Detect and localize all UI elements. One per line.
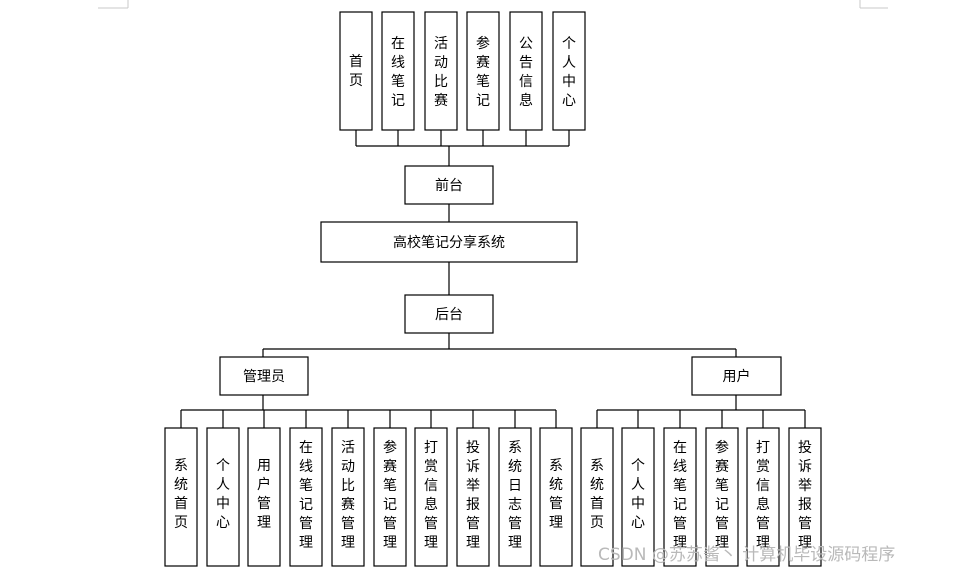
admin-node-box (219, 356, 309, 396)
admin-item-9: 系统日志管理 (498, 427, 532, 567)
admin-item-5-label: 活动比赛管理 (341, 440, 355, 551)
watermark: CSDN @苏苏酱丶 计算机毕设源码程序 (598, 545, 895, 565)
admin-item-4-label: 在线笔记管理 (299, 440, 313, 551)
front-item-2-box (381, 11, 415, 131)
user-item-6: 投诉举报管理 (788, 427, 822, 567)
admin-item-3: 用户管理 (247, 427, 281, 567)
front-item-5-box (509, 11, 543, 131)
admin-item-6-box (373, 427, 407, 567)
admin-item-8-box (456, 427, 490, 567)
admin-item-1: 系统首页 (164, 427, 198, 567)
front-item-2-label: 在线笔记 (391, 36, 405, 109)
admin-item-7-label: 打赏信息管理 (424, 439, 438, 551)
admin-item-3-box (247, 427, 281, 567)
user-item-2-box (621, 427, 655, 567)
admin-item-10: 系统管理 (539, 427, 573, 567)
user-item-5-box (746, 427, 780, 567)
front-item-3-box (424, 11, 458, 131)
admin-item-10-box (539, 427, 573, 567)
user-item-4-box (705, 427, 739, 567)
admin-item-9-box (498, 427, 532, 567)
user-item-3-label: 在线笔记管理 (673, 440, 687, 551)
admin-item-1-box (164, 427, 198, 567)
root-node: 高校笔记分享系统 (320, 221, 578, 263)
user-item-5: 打赏信息管理 (746, 427, 780, 567)
user-item-1-label: 系统首页 (590, 458, 604, 531)
admin-item-6: 参赛笔记管理 (373, 427, 407, 567)
front-item-3: 活动比赛 (424, 11, 458, 131)
admin-item-5-box (331, 427, 365, 567)
admin-item-2: 个人中心 (206, 427, 240, 567)
user-item-1: 系统首页 (580, 427, 614, 567)
user-item-5-label: 打赏信息管理 (756, 439, 770, 551)
front-item-1-box (339, 11, 373, 131)
front-item-4: 参赛笔记 (466, 11, 500, 131)
user-item-3: 在线笔记管理 (663, 427, 697, 567)
admin-item-8-label: 投诉举报管理 (466, 440, 480, 551)
front-item-1-label: 首页 (349, 54, 363, 89)
root-node-label: 高校笔记分享系统 (393, 234, 505, 251)
front-item-6-label: 个人中心 (562, 36, 576, 109)
admin-node: 管理员 (219, 356, 309, 396)
user-item-6-box (788, 427, 822, 567)
admin-item-2-box (206, 427, 240, 567)
user-item-1-box (580, 427, 614, 567)
back-node: 后台 (404, 294, 494, 334)
front-node: 前台 (404, 165, 494, 205)
root-node-box (320, 221, 578, 263)
front-item-6: 个人中心 (552, 11, 586, 131)
front-item-1: 首页 (339, 11, 373, 131)
front-item-3-label: 活动比赛 (434, 36, 448, 109)
page-corner-mark (98, 0, 129, 9)
admin-item-4: 在线笔记管理 (289, 427, 323, 567)
admin-item-2-label: 个人中心 (216, 458, 230, 531)
admin-item-7: 打赏信息管理 (414, 427, 448, 567)
user-item-2-label: 个人中心 (631, 458, 645, 531)
admin-node-label: 管理员 (243, 369, 285, 385)
user-item-4-label: 参赛笔记管理 (715, 439, 729, 551)
front-node-box (404, 165, 494, 205)
back-node-box (404, 294, 494, 334)
user-item-4: 参赛笔记管理 (705, 427, 739, 567)
admin-item-5: 活动比赛管理 (331, 427, 365, 567)
user-node: 用户 (691, 356, 782, 396)
admin-item-1-label: 系统首页 (174, 458, 188, 531)
front-item-2: 在线笔记 (381, 11, 415, 131)
user-item-6-label: 投诉举报管理 (798, 440, 812, 551)
user-node-label: 用户 (723, 368, 751, 385)
front-item-5-label: 公告信息 (519, 36, 533, 109)
front-node-label: 前台 (435, 177, 463, 194)
back-node-label: 后台 (435, 307, 463, 323)
front-item-6-box (552, 11, 586, 131)
admin-item-3-label: 用户管理 (257, 458, 271, 531)
admin-item-9-label: 系统日志管理 (508, 440, 522, 551)
admin-item-6-label: 参赛笔记管理 (383, 439, 397, 551)
front-item-4-label: 参赛笔记 (476, 35, 490, 109)
admin-item-8: 投诉举报管理 (456, 427, 490, 567)
page-corner-mark (859, 0, 888, 9)
user-node-box (691, 356, 782, 396)
admin-item-7-box (414, 427, 448, 567)
front-item-5: 公告信息 (509, 11, 543, 131)
front-item-4-box (466, 11, 500, 131)
admin-item-10-label: 系统管理 (549, 458, 563, 531)
admin-item-4-box (289, 427, 323, 567)
user-item-2: 个人中心 (621, 427, 655, 567)
connector-lines (180, 130, 806, 428)
user-item-3-box (663, 427, 697, 567)
diagram-nodes: 首页在线笔记活动比赛参赛笔记公告信息个人中心前台高校笔记分享系统后台管理员用户系… (164, 11, 822, 567)
